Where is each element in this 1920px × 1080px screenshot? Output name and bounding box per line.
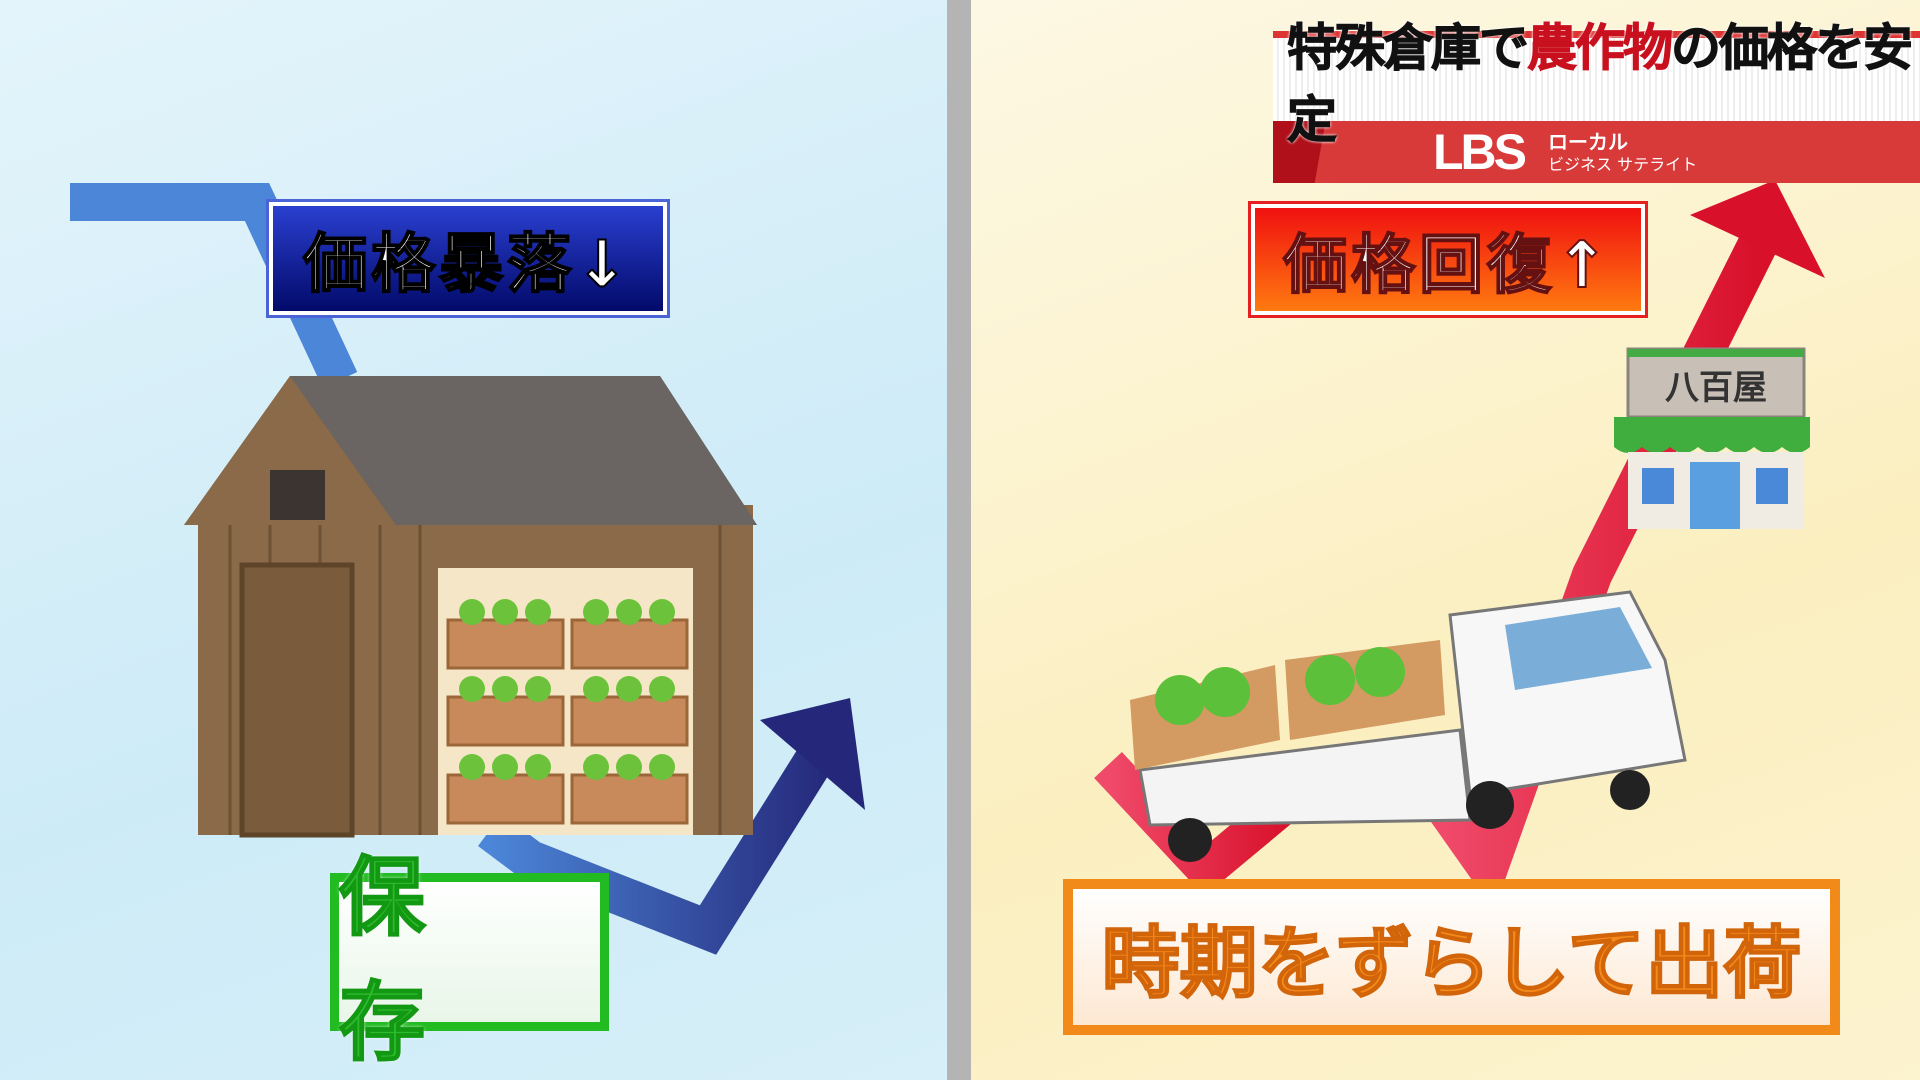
- storage-label: 保 存: [330, 847, 609, 1074]
- news-caption-banner: 特殊倉庫で農作物の価格を安定 LBS ローカル ビジネス サテライト: [1273, 18, 1920, 183]
- vegetable-crates: [446, 599, 689, 825]
- shop-sign: 八百屋: [1665, 368, 1767, 408]
- title-highlight: 農作物: [1527, 18, 1674, 77]
- title-post: の価格を安定: [1287, 18, 1914, 149]
- title-pre: 特殊倉庫で: [1287, 18, 1530, 77]
- price-recovery-label: 価格回復↑: [1251, 204, 1645, 315]
- caption-title: 特殊倉庫で農作物の価格を安定: [1287, 8, 1920, 152]
- panel-divider: [947, 0, 971, 1080]
- price-drop-label: 価格暴落↓: [269, 202, 667, 315]
- program-strip: LBS ローカル ビジネス サテライト: [1273, 121, 1920, 183]
- program-logo: LBS: [1433, 124, 1527, 180]
- program-line1: ローカル: [1548, 129, 1628, 154]
- price-trend-arrow-left: [70, 183, 865, 955]
- delivery-truck: [1130, 590, 1687, 862]
- program-line2: ビジネス サテライト: [1548, 154, 1698, 174]
- greengrocer-shop: [1614, 347, 1810, 529]
- caption-title-strip: 特殊倉庫で農作物の価格を安定: [1273, 18, 1920, 149]
- staggered-shipping-label: 時期をずらして出荷: [1063, 879, 1840, 1035]
- warehouse-shed: [184, 376, 757, 838]
